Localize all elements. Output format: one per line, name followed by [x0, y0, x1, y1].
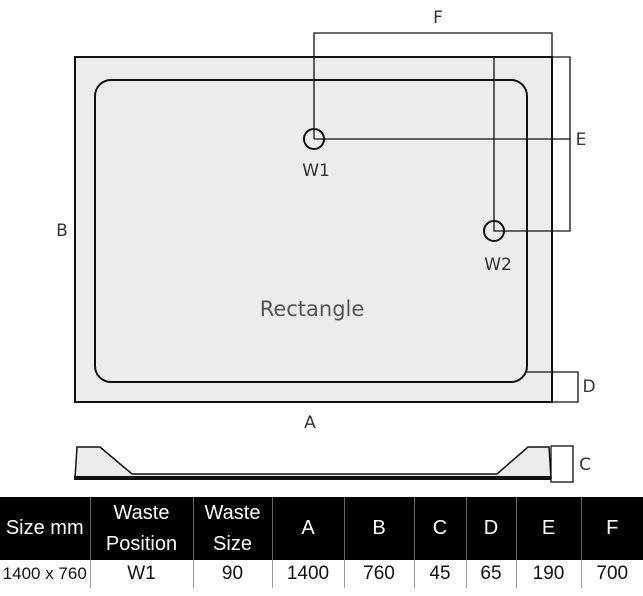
waste-w1-label: W1	[302, 161, 330, 181]
header-size: Size mm	[0, 497, 90, 560]
profile-base	[74, 476, 551, 480]
header-e: E	[515, 497, 581, 560]
waste-w1	[303, 128, 325, 150]
dim-c-label: C	[579, 455, 591, 475]
dimension-f-bracket	[313, 32, 553, 139]
dimension-c-box	[550, 445, 574, 483]
w2-leader	[493, 57, 571, 232]
cell-waste-size: 90	[192, 560, 272, 588]
dimensions-table: Size mm Waste Position Waste Size A B C …	[0, 497, 643, 588]
shape-label: Rectangle	[259, 297, 365, 321]
waste-w2	[483, 220, 505, 242]
dim-f-label: F	[433, 8, 443, 28]
tray-diagram	[74, 32, 579, 483]
header-c: C	[413, 497, 466, 560]
table-row: 1400 x 760 W1 90 1400 760 45 65 190 700	[0, 560, 643, 588]
tray-profile	[74, 446, 552, 479]
dim-d-label: D	[582, 377, 596, 397]
dimension-d-bracket	[527, 371, 579, 403]
waste-w2-label: W2	[484, 255, 512, 275]
cell-waste-position: W1	[89, 560, 193, 588]
dim-a-label: A	[304, 413, 316, 433]
cell-f: 700	[580, 560, 643, 588]
dim-e-label: E	[575, 130, 587, 150]
header-f: F	[580, 497, 643, 560]
cell-d: 65	[465, 560, 516, 588]
cell-b: 760	[343, 560, 414, 588]
cell-size: 1400 x 760	[2, 564, 87, 583]
dim-b-label: B	[56, 221, 68, 241]
dimension-e-bracket	[314, 56, 571, 140]
header-waste-position: Waste Position	[89, 497, 193, 560]
tray-inner	[94, 79, 528, 383]
header-b: B	[343, 497, 414, 560]
table-header-row: Size mm Waste Position Waste Size A B C …	[0, 497, 643, 560]
header-d: D	[465, 497, 516, 560]
header-a: A	[271, 497, 344, 560]
cell-e: 190	[515, 560, 581, 588]
cell-c: 45	[413, 560, 466, 588]
cell-a: 1400	[271, 560, 344, 588]
header-waste-size: Waste Size	[192, 497, 272, 560]
